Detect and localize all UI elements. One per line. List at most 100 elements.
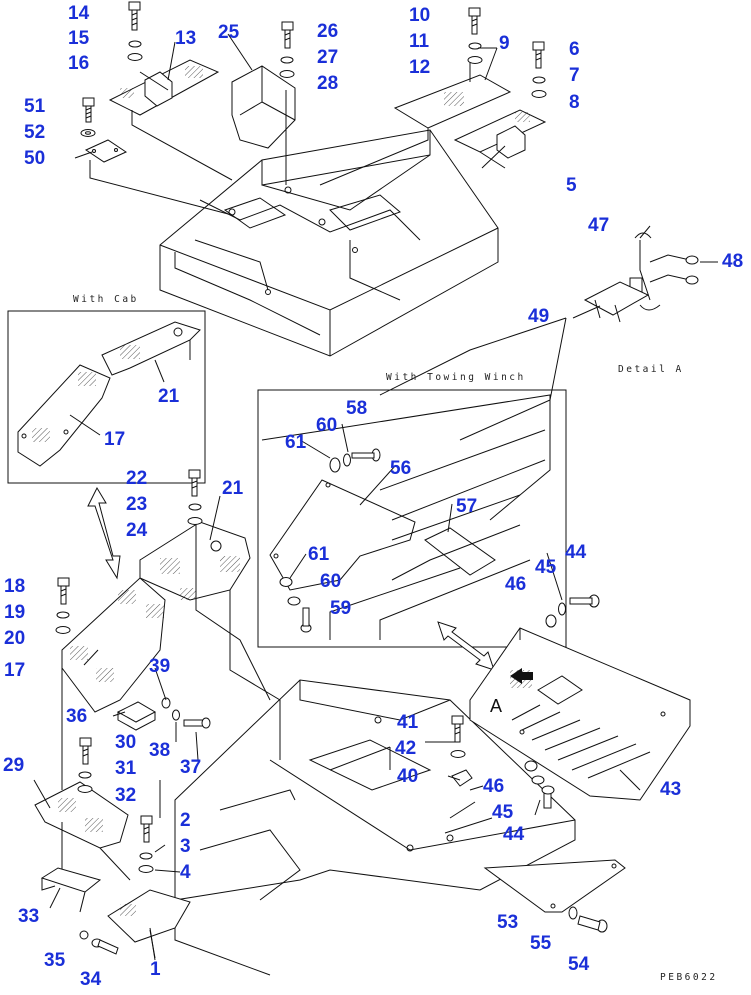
lock-washer-19 [56,611,70,619]
caption-with-cab: With Cab [73,294,139,305]
part-callouts: 14 15 16 13 25 26 27 28 10 11 12 9 6 7 8… [3,3,743,990]
callout-8: 8 [569,92,580,113]
callout-38: 38 [149,740,170,761]
callout-46-lower: 46 [483,776,504,797]
callout-52: 52 [24,122,45,143]
bracket-33 [40,867,102,913]
bolt-34 [91,938,119,955]
callout-35: 35 [44,950,66,971]
washer-24 [187,517,203,525]
callout-44-lower: 44 [503,824,525,845]
washer-60-upper [343,453,351,467]
washer-52 [80,129,96,137]
bracket-1 [107,889,191,961]
washer-32 [77,785,93,793]
callout-48: 48 [722,251,743,272]
lock-washer-3 [139,852,153,860]
callout-46-upper: 46 [505,574,526,595]
callout-47: 47 [588,215,609,236]
callout-12: 12 [409,57,430,78]
callout-54: 54 [568,954,590,975]
callout-32: 32 [115,785,136,806]
bolt-58 [351,448,381,462]
bolt-44-upper [569,594,600,608]
washer-38 [172,709,180,721]
callout-3: 3 [180,836,191,857]
callout-28: 28 [317,73,338,94]
callout-16: 16 [68,53,89,74]
clip-40 [451,769,473,787]
bolt-22 [188,469,201,497]
callout-15: 15 [68,28,90,49]
washer-12 [467,56,483,64]
callout-27: 27 [317,47,338,68]
callout-2: 2 [180,810,191,831]
winch-arrow [437,621,495,671]
callout-37: 37 [180,757,201,778]
part-50-plate [84,139,233,216]
callout-44-upper: 44 [565,542,587,563]
part-13-bracket [108,59,233,181]
lock-washer-15 [128,40,142,48]
callout-45-upper: 45 [535,557,557,578]
callout-34: 34 [80,969,102,990]
bracket-29 [34,781,131,881]
callout-9: 9 [499,33,510,54]
cab-bracket-17 [17,364,111,467]
callout-43: 43 [660,779,681,800]
part-25-cover [231,65,296,185]
with-cab-frame [7,310,206,484]
bracket-21-main [139,521,281,760]
part-5-bracket [453,109,547,169]
callout-42: 42 [395,738,416,759]
detail-a-arrow [510,668,533,684]
lock-washer-27 [280,56,294,64]
callout-10: 10 [409,5,430,26]
callout-25: 25 [218,22,240,43]
callout-50: 50 [24,148,45,169]
callout-60-upper: 60 [316,415,337,436]
washer-28 [279,70,295,78]
washer-16 [127,53,143,61]
lock-washer-7 [532,76,546,84]
bolt-41 [451,715,464,743]
washer-20 [55,626,71,634]
callout-7: 7 [569,65,580,86]
callout-30: 30 [115,732,136,753]
callout-39: 39 [149,656,170,677]
washer-35 [79,930,89,940]
callout-61-upper: 61 [285,432,307,453]
callout-36: 36 [66,706,87,727]
cab-bracket-21 [101,321,201,376]
callout-33: 33 [18,906,39,927]
bolt-18 [57,577,70,605]
callout-5: 5 [566,175,577,196]
callout-45-lower: 45 [492,802,514,823]
callout-55: 55 [530,933,552,954]
callout-29: 29 [3,755,24,776]
lock-washer-31 [78,771,92,779]
callout-4: 4 [180,862,191,883]
callout-21-main: 21 [222,478,244,499]
upper-frame [159,129,499,357]
callout-19: 19 [4,602,25,623]
callout-56: 56 [390,458,411,479]
leader-lines [33,33,718,959]
caption-detail-a: Detail A [618,364,684,375]
winch-cover-56 [269,479,416,591]
callout-53: 53 [497,912,518,933]
drawing-code: PEB6022 [660,972,718,983]
callout-1: 1 [150,959,161,980]
callout-59: 59 [330,598,351,619]
washer-46-upper [545,614,557,628]
washer-45-lower [531,775,545,785]
washer-42 [450,750,466,758]
bolt-30 [79,737,92,765]
callout-17-cab: 17 [104,429,125,450]
bolt-26 [281,21,294,49]
callout-23: 23 [126,494,147,515]
callout-13: 13 [175,28,196,49]
bar-53 [483,859,626,913]
bolt-51 [82,97,95,123]
callout-24: 24 [126,520,148,541]
